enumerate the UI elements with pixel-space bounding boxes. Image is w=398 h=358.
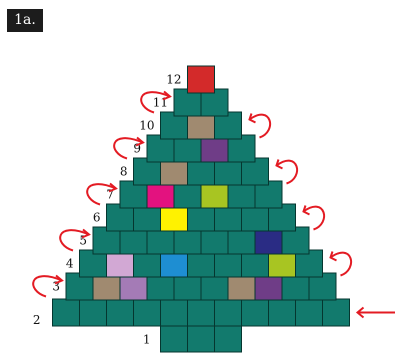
- tree-cell: [188, 299, 215, 326]
- figure-label: 1a.: [7, 9, 43, 32]
- tree-cell: [215, 299, 242, 326]
- ornament-cell: [188, 66, 215, 93]
- row-number-label: 4: [66, 257, 74, 271]
- tree-cell: [296, 299, 323, 326]
- row-number-label: 12: [166, 73, 181, 87]
- tree-cell: [161, 299, 188, 326]
- tree-cell: [323, 299, 350, 326]
- tree-cell: [134, 299, 161, 326]
- row-number-label: 6: [93, 211, 101, 225]
- tree-cell: [80, 299, 107, 326]
- tree-cell: [53, 299, 80, 326]
- row-number-label: 10: [139, 119, 154, 133]
- tree-cell: [215, 325, 242, 352]
- tree-cell: [269, 299, 296, 326]
- direction-arrow: [250, 115, 271, 138]
- direction-arrow: [331, 253, 352, 276]
- row-number-label: 8: [120, 165, 128, 179]
- tree-cell: [188, 325, 215, 352]
- tree-cell: [242, 299, 269, 326]
- row-number-label: 1: [143, 333, 151, 347]
- tree-cell: [161, 325, 188, 352]
- direction-arrow: [277, 161, 298, 184]
- row-number-label: 2: [33, 313, 41, 327]
- tree-cell: [107, 299, 134, 326]
- direction-arrow: [304, 207, 325, 230]
